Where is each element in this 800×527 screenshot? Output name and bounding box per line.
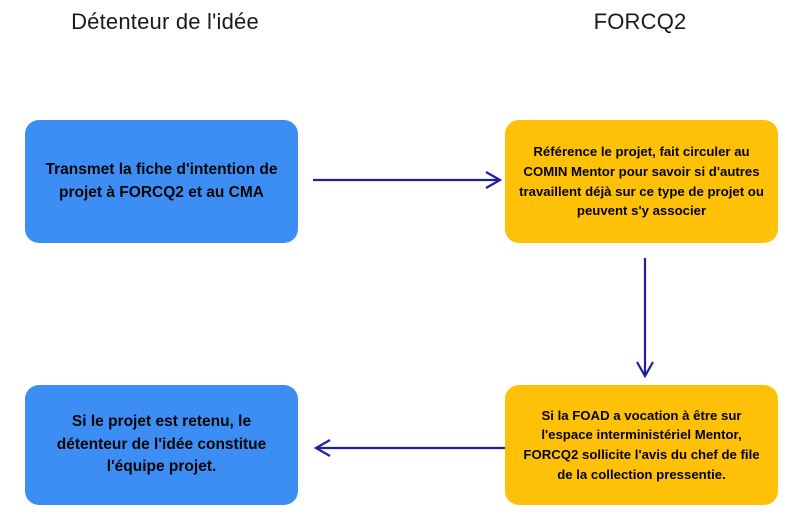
process-node-reference[interactable]: Référence le projet, fait circuler au CO… (505, 120, 778, 243)
lane-header-forcq2: FORCQ2 (593, 9, 687, 34)
process-node-transmet[interactable]: Transmet la fiche d'intention de projet … (25, 120, 298, 243)
arrow-transmet-to-reference (313, 171, 503, 189)
arrow-reference-to-foad (636, 258, 654, 379)
arrow-foad-to-equipe (313, 439, 505, 457)
process-node-foad[interactable]: Si la FOAD a vocation à être sur l'espac… (505, 385, 778, 505)
lane-header-detenteur: Détenteur de l'idée (71, 9, 259, 34)
process-node-equipe[interactable]: Si le projet est retenu, le détenteur de… (25, 385, 298, 505)
